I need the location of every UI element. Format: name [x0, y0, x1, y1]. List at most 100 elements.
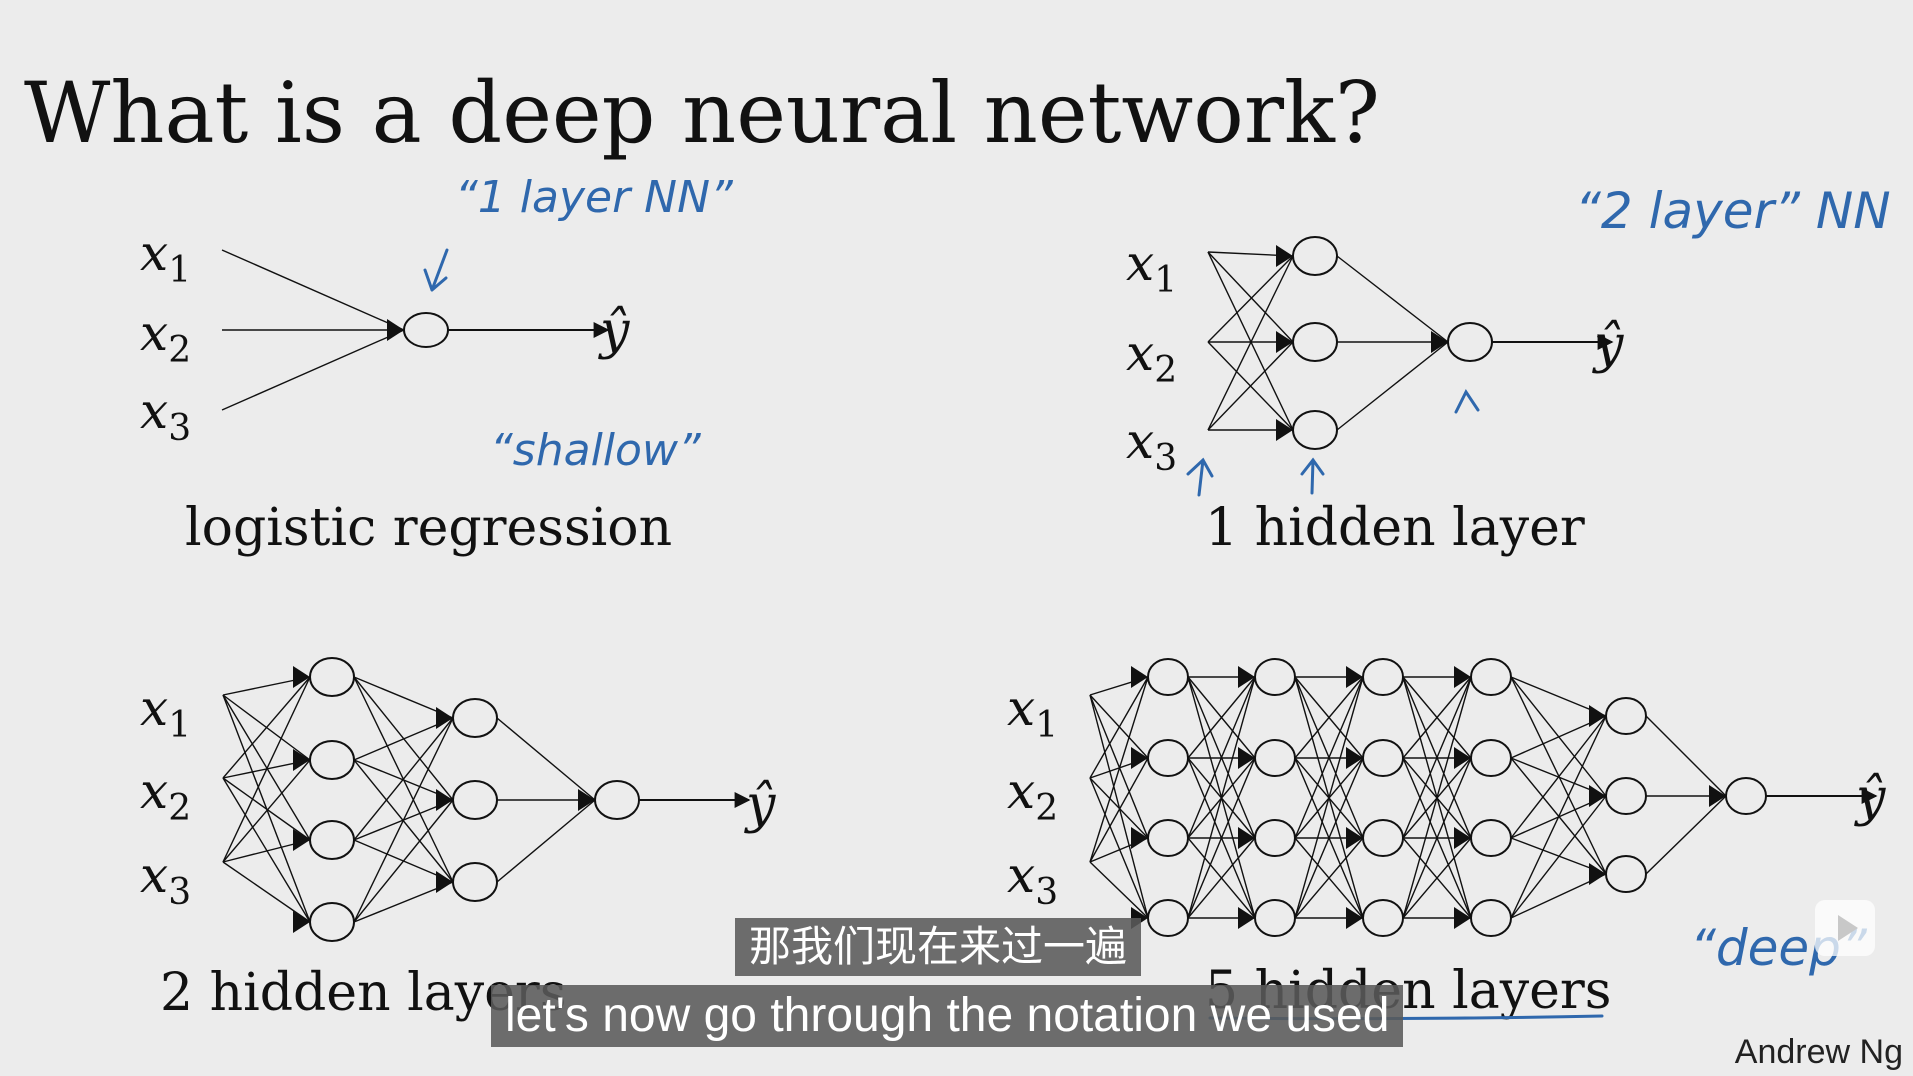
connection-edge — [1207, 251, 1294, 431]
input-x2: x2 — [140, 762, 191, 829]
connection-edge — [1510, 676, 1607, 797]
connection-edge — [221, 329, 405, 411]
neuron-node — [1292, 236, 1338, 276]
input-x2: x2 — [140, 304, 191, 371]
connection-edge — [353, 676, 454, 801]
input-arrowhead — [1276, 331, 1293, 353]
input-arrowhead — [1131, 827, 1148, 849]
connection-edge — [1645, 795, 1727, 875]
connection-edge — [222, 777, 311, 923]
connection-edge — [1294, 676, 1364, 759]
neuron-node — [452, 862, 498, 902]
play-icon[interactable] — [1815, 900, 1875, 956]
input-arrowhead — [1454, 666, 1471, 688]
input-arrowhead — [1346, 747, 1363, 769]
input-arrowhead — [1454, 907, 1471, 929]
neuron-node — [1147, 658, 1189, 696]
connection-edge — [222, 694, 311, 923]
neuron-node — [1254, 658, 1296, 696]
input-arrowhead — [1589, 863, 1606, 885]
neuron-node — [1254, 739, 1296, 777]
input-arrowhead — [1238, 907, 1255, 929]
connection-edge — [1294, 837, 1364, 919]
connection-edge — [1187, 676, 1256, 839]
connection-edge — [1510, 795, 1607, 919]
connection-edge — [222, 694, 311, 841]
neuron-node — [1292, 322, 1338, 362]
connection-edge — [1510, 757, 1607, 875]
one-hidden-label: 1 hidden layer — [1205, 498, 1585, 558]
input-arrowhead — [1431, 331, 1448, 353]
neuron-node — [309, 657, 355, 697]
input-arrowhead — [293, 666, 310, 688]
connection-edge — [1187, 757, 1256, 919]
connection-edge — [1294, 757, 1364, 919]
output-yhat: ŷ — [744, 775, 776, 835]
input-arrowhead — [1238, 666, 1255, 688]
output-yhat: ŷ — [1854, 768, 1886, 828]
neuron-node — [403, 312, 449, 348]
neuron-node — [452, 698, 498, 738]
input-arrowhead — [1238, 827, 1255, 849]
input-arrowhead — [578, 789, 595, 811]
neuron-node — [1362, 739, 1404, 777]
connection-edge — [1336, 341, 1449, 431]
connection-edge — [1645, 715, 1727, 797]
input-arrowhead — [1346, 827, 1363, 849]
input-x3: x3 — [140, 846, 191, 913]
input-x3: x3 — [140, 382, 191, 449]
input-x1: x1 — [140, 679, 191, 746]
neuron-node — [1362, 658, 1404, 696]
input-x1: x1 — [1126, 234, 1177, 301]
neuron-node — [309, 740, 355, 780]
one-layer-nn-note: “1 layer NN” — [455, 172, 734, 223]
connection-edge — [1089, 694, 1149, 919]
input-x1: x1 — [1007, 679, 1058, 746]
connection-edge — [1207, 255, 1294, 343]
connection-edge — [1089, 777, 1149, 919]
input-arrowhead — [436, 707, 453, 729]
input-arrowhead — [1131, 666, 1148, 688]
connection-edge — [1402, 676, 1472, 759]
neuron-node — [1605, 855, 1647, 893]
input-arrowhead — [1276, 419, 1293, 441]
two-hidden-layers-diagram: x1 x2 x3 ŷ — [140, 657, 776, 942]
output-yhat: ŷ — [598, 301, 630, 361]
logistic-label: logistic regression — [185, 498, 672, 558]
connection-edge — [1207, 251, 1294, 343]
neuron-node — [309, 820, 355, 860]
input-arrowhead — [1454, 827, 1471, 849]
input-arrowhead — [1238, 747, 1255, 769]
subtitle-english: let's now go through the notation we use… — [491, 985, 1404, 1047]
connection-edge — [1402, 676, 1472, 839]
neuron-node — [1292, 410, 1338, 450]
connection-edge — [1089, 694, 1149, 839]
connection-edge — [1187, 676, 1256, 919]
input-x3: x3 — [1007, 846, 1058, 913]
connection-edge — [1089, 861, 1149, 919]
connection-edge — [222, 759, 311, 863]
neuron-node — [1362, 899, 1404, 937]
output-yhat: ŷ — [1592, 315, 1624, 375]
neuron-node — [1605, 697, 1647, 735]
connection-edge — [1187, 676, 1256, 759]
connection-edge — [221, 249, 405, 331]
neuron-node — [1470, 739, 1512, 777]
input-arrowhead — [293, 829, 310, 851]
input-arrowhead — [1589, 785, 1606, 807]
neuron-node — [1725, 777, 1767, 815]
connection-edge — [496, 717, 596, 801]
connection-edge — [353, 759, 454, 883]
connection-edge — [1187, 837, 1256, 919]
neuron-node — [309, 902, 355, 942]
input-x3: x3 — [1126, 412, 1177, 479]
neuron-node — [1470, 658, 1512, 696]
input-x2: x2 — [1007, 762, 1058, 829]
neuron-node — [1147, 899, 1189, 937]
connection-edge — [1402, 676, 1472, 919]
connection-edge — [353, 676, 454, 883]
input-arrowhead — [293, 911, 310, 933]
connection-edge — [1089, 757, 1149, 863]
connection-edge — [1207, 255, 1294, 431]
